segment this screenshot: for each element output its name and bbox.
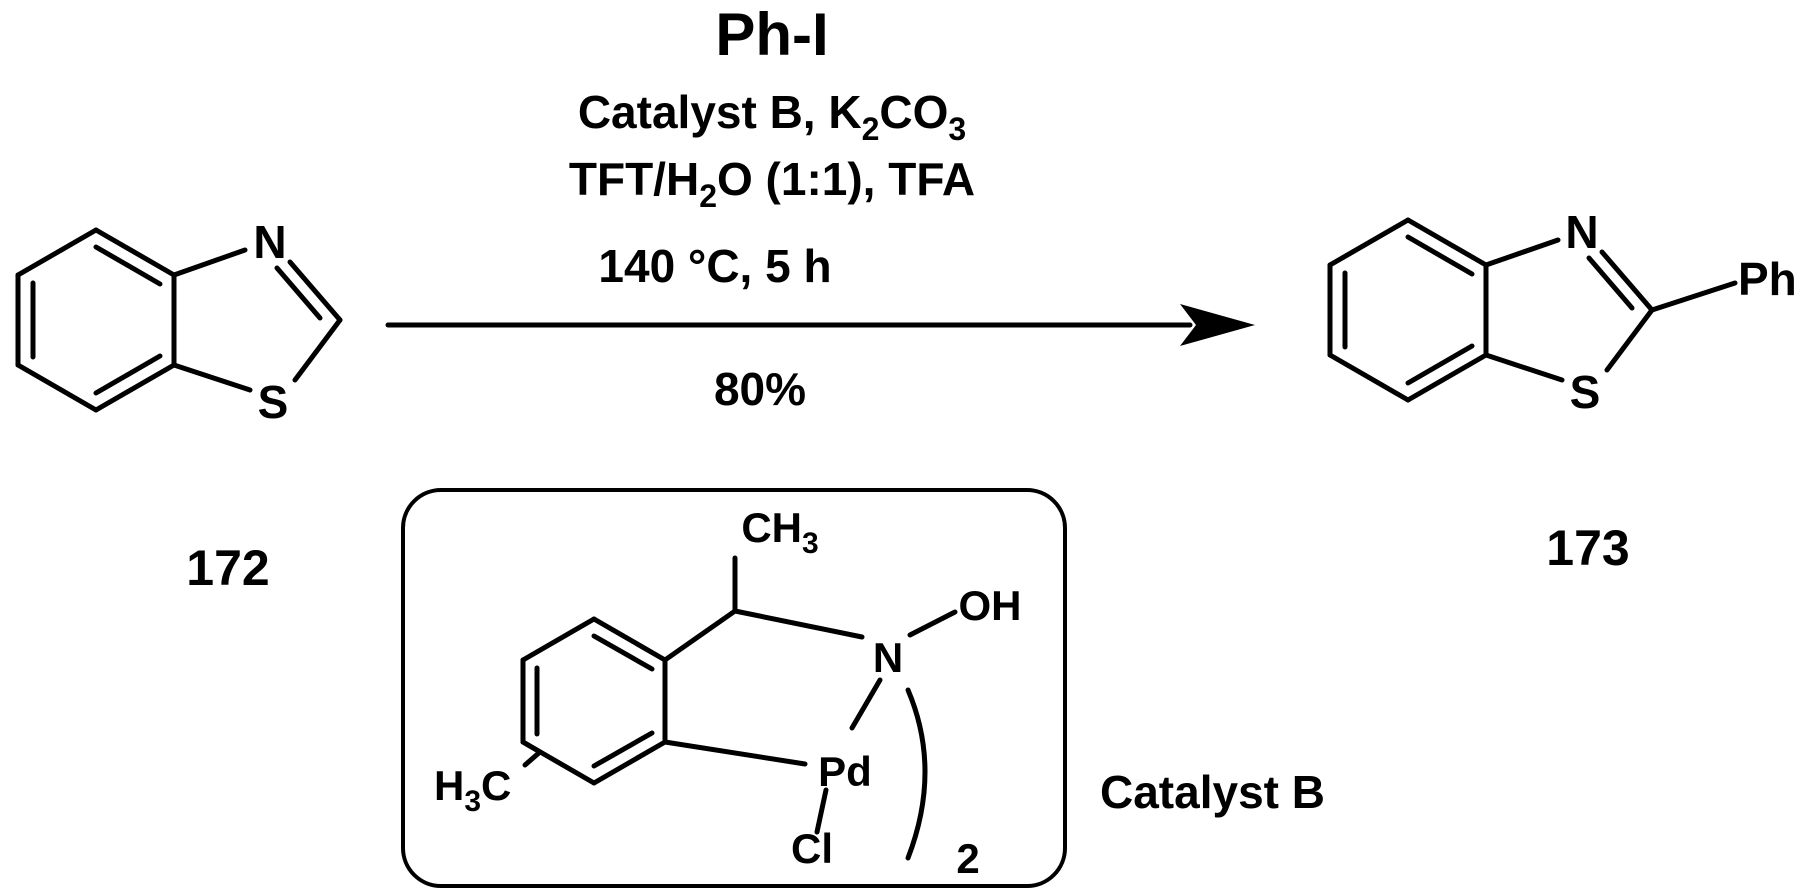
atom-N: N: [873, 634, 903, 681]
yield-label: 80%: [714, 363, 806, 415]
atom-S: S: [258, 376, 289, 428]
methyl-top: CH3: [741, 504, 818, 560]
phenylbenzothiazole-structure: [1327, 217, 1738, 403]
atom-N: N: [253, 216, 286, 268]
catalyst-frame: [401, 488, 1067, 888]
atom-S: S: [1570, 366, 1601, 418]
hydroxyl-group: OH: [959, 582, 1022, 629]
catalyst-base-line: Catalyst B, K2CO3: [578, 86, 966, 147]
solvent-line: TFT/H2O (1:1), TFA: [569, 153, 975, 214]
phenyl-substituent: Ph: [1738, 253, 1797, 305]
palladium-atom: Pd: [818, 748, 872, 795]
reaction-arrow: [385, 304, 1255, 346]
methyl-ring: H3C: [434, 762, 511, 818]
conditions-line: 140 °C, 5 h: [598, 240, 831, 292]
atom-N: N: [1565, 206, 1598, 258]
dimer-subscript: 2: [956, 835, 979, 882]
catalyst-name-label: Catalyst B: [1100, 766, 1325, 818]
benzothiazole-structure: [15, 227, 343, 413]
compound-label-172: 172: [186, 540, 269, 596]
catalyst-structure: [520, 555, 958, 861]
compound-label-173: 173: [1546, 520, 1629, 576]
chloride-atom: Cl: [791, 825, 833, 872]
reagent-label: Ph-I: [715, 1, 828, 68]
